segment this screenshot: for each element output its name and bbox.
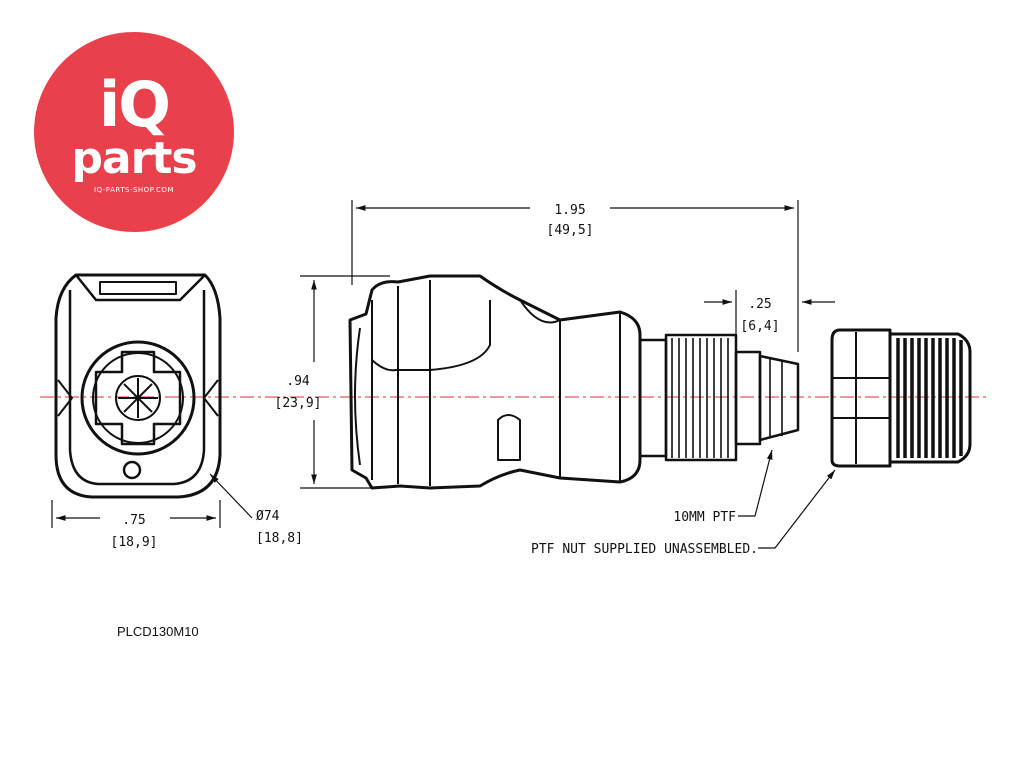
diameter-mm: [18,8]	[256, 531, 303, 546]
ptf-callout: 10MM PTF	[673, 510, 736, 525]
logo-url-text: IQ-PARTS-SHOP.COM	[94, 186, 174, 194]
overall-length-mm: [49,5]	[547, 223, 594, 238]
part-number: PLCD130M10	[117, 624, 199, 639]
barb-length-in: .25	[748, 297, 771, 312]
ptf-nut	[830, 328, 972, 468]
barb-length-mm: [6,4]	[740, 319, 779, 334]
nut-callout: PTF NUT SUPPLIED UNASSEMBLED.	[531, 542, 758, 557]
overall-length-in: 1.95	[554, 203, 585, 218]
threaded-section	[640, 333, 800, 462]
width-mm: [18,9]	[111, 535, 158, 550]
iq-parts-logo: iQ parts IQ-PARTS-SHOP.COM	[34, 32, 234, 232]
height-mm: [23,9]	[275, 396, 322, 411]
logo-parts-text: parts	[71, 133, 197, 184]
coupling-body	[348, 274, 642, 490]
front-view	[54, 273, 222, 499]
width-in: .75	[122, 513, 145, 528]
height-in: .94	[286, 374, 310, 389]
diameter-in: Ø74	[256, 509, 280, 524]
logo-iq-text: iQ	[99, 68, 171, 141]
dimension-lines	[51, 200, 836, 549]
